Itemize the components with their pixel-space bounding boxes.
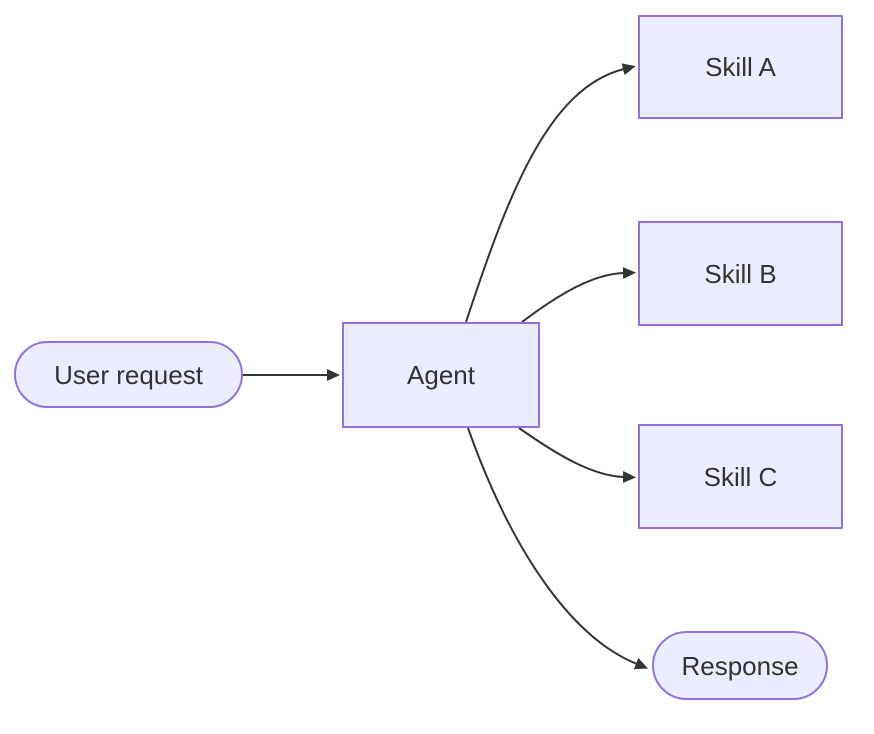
edge-agent-to-skill-b: [521, 267, 636, 323]
node-skill-b: Skill B: [638, 221, 843, 326]
edge-agent-to-skill-c: [518, 427, 636, 483]
node-response: Response: [652, 631, 828, 700]
node-skill-a-label: Skill A: [705, 52, 776, 82]
node-skill-a: Skill A: [638, 15, 843, 119]
node-response-label: Response: [681, 650, 799, 681]
node-skill-b-label: Skill B: [704, 258, 777, 289]
node-agent: Agent: [342, 322, 540, 428]
node-user-request-label: User request: [54, 359, 203, 390]
node-user-request: User request: [14, 341, 243, 408]
node-agent-label: Agent: [407, 360, 475, 390]
edge-agent-to-skill-a: [465, 63, 636, 323]
node-skill-c: Skill C: [638, 424, 843, 529]
edge-agent-to-response: [467, 427, 649, 670]
node-skill-c-label: Skill C: [703, 461, 778, 492]
